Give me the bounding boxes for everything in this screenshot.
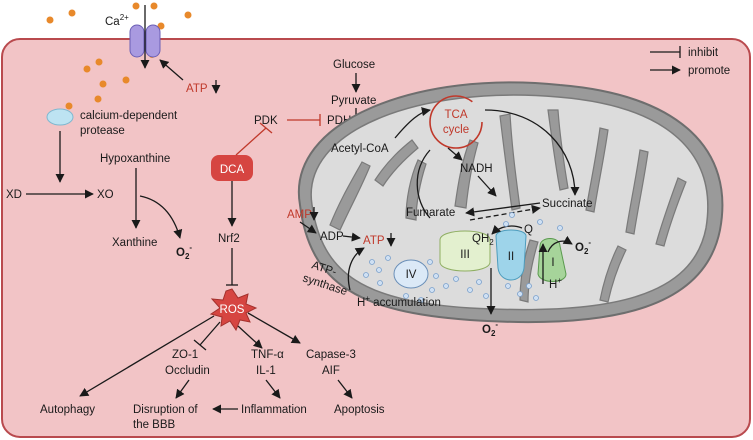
complex-1-label: I — [551, 257, 554, 269]
dca-inhibits-pdk — [235, 127, 267, 156]
nrf2-label: Nrf2 — [218, 233, 240, 245]
tnf-label: TNF-α — [251, 349, 284, 361]
nadh-label: NADH — [460, 163, 493, 175]
xo-superoxide-arrow — [139, 195, 183, 239]
acetyl-coa-label: Acetyl-CoA — [331, 143, 389, 155]
zo1-label: ZO-1 — [172, 349, 198, 361]
amp-to-adp-arrow — [299, 221, 317, 234]
dca-label: DCA — [220, 164, 245, 176]
protease-icon — [46, 108, 74, 126]
calcium-channel — [129, 5, 161, 69]
complex-2-label: II — [508, 251, 514, 263]
occludin-label: Occludin — [165, 365, 210, 377]
ros-inhibits-zo1 — [199, 321, 221, 346]
synthase-to-atp-arrow — [347, 247, 365, 291]
legend-inhibit-label: inhibit — [688, 47, 719, 59]
protease-label-1: calcium-dependent — [80, 110, 178, 122]
aif-to-apoptosis-arrow — [337, 379, 353, 399]
xd-label: XD — [6, 189, 22, 201]
pdk-label: PDK — [254, 115, 278, 127]
fumarate-to-succinate-dashed — [469, 204, 541, 221]
right-superoxide-label: O2- — [575, 238, 591, 256]
tca-to-nadh-arrow — [447, 147, 463, 161]
apoptosis-label: Apoptosis — [334, 404, 385, 416]
dca-box — [211, 155, 253, 181]
h-plus-label: H+ — [549, 276, 562, 291]
aif-label: AIF — [322, 365, 340, 377]
h-accumulation-label: H+ accumulation — [357, 294, 441, 309]
caspase-label: Capase-3 — [306, 349, 356, 361]
protease-label-2: protease — [80, 125, 125, 137]
atp-to-channel-arrow — [159, 59, 184, 81]
zo1-to-bbb-arrow — [175, 379, 190, 399]
adp-to-atp-arrow — [342, 232, 361, 242]
ros-burst — [209, 288, 258, 332]
nadh-to-succinate-arrow — [477, 175, 497, 197]
complex1-o2-arrow — [547, 235, 573, 253]
il1-to-inflammation-arrow — [265, 379, 281, 399]
membrane-atp-label: ATP — [186, 83, 208, 95]
xanthine-label: Xanthine — [112, 237, 157, 249]
xo-label: XO — [97, 189, 114, 201]
hypoxanthine-label: Hypoxanthine — [100, 153, 170, 165]
ros-to-autophagy-arrow — [79, 315, 215, 397]
bbb-label-2: the BBB — [133, 419, 176, 431]
bbb-label-1: Disruption of — [133, 404, 198, 416]
calcium-label: Ca2+ — [105, 13, 129, 28]
mito-atp-label: ATP — [363, 235, 385, 247]
acetyl-to-tca-arrow — [394, 107, 431, 139]
tca-to-succinate-curve — [484, 109, 580, 196]
il1-label: IL-1 — [256, 365, 276, 377]
tca-cycle-ring — [429, 95, 483, 149]
adp-label: ADP — [320, 231, 344, 243]
complex-3 — [439, 230, 491, 272]
legend-promote-label: promote — [688, 65, 730, 77]
complex-2 — [495, 229, 527, 281]
tca-label-2: cycle — [443, 124, 469, 136]
ros-to-caspase-arrow — [247, 312, 301, 344]
complex-4 — [393, 259, 429, 289]
autophagy-label: Autophagy — [40, 404, 95, 416]
complex-3-label: III — [460, 249, 470, 261]
complex-4-label: IV — [406, 269, 417, 281]
succinate-to-fumarate-arrow — [465, 202, 541, 217]
ros-label: ROS — [220, 304, 245, 316]
glucose-label: Glucose — [333, 59, 375, 71]
left-superoxide-label: O2- — [176, 243, 192, 261]
inflammation-label: Inflammation — [241, 404, 307, 416]
tca-label-1: TCA — [445, 109, 468, 121]
pyruvate-label: Pyruvate — [331, 95, 376, 107]
q-label: Q — [524, 224, 533, 236]
tca-loop-left — [416, 149, 431, 219]
succinate-label: Succinate — [542, 198, 593, 210]
bottom-superoxide-label: O2- — [482, 320, 498, 338]
qh2-label: QH2 — [472, 233, 494, 247]
ros-to-tnf-arrow — [237, 325, 263, 349]
proton-dots — [363, 212, 563, 303]
amp-label: AMP — [287, 209, 312, 221]
fumarate-label: Fumarate — [406, 207, 455, 219]
